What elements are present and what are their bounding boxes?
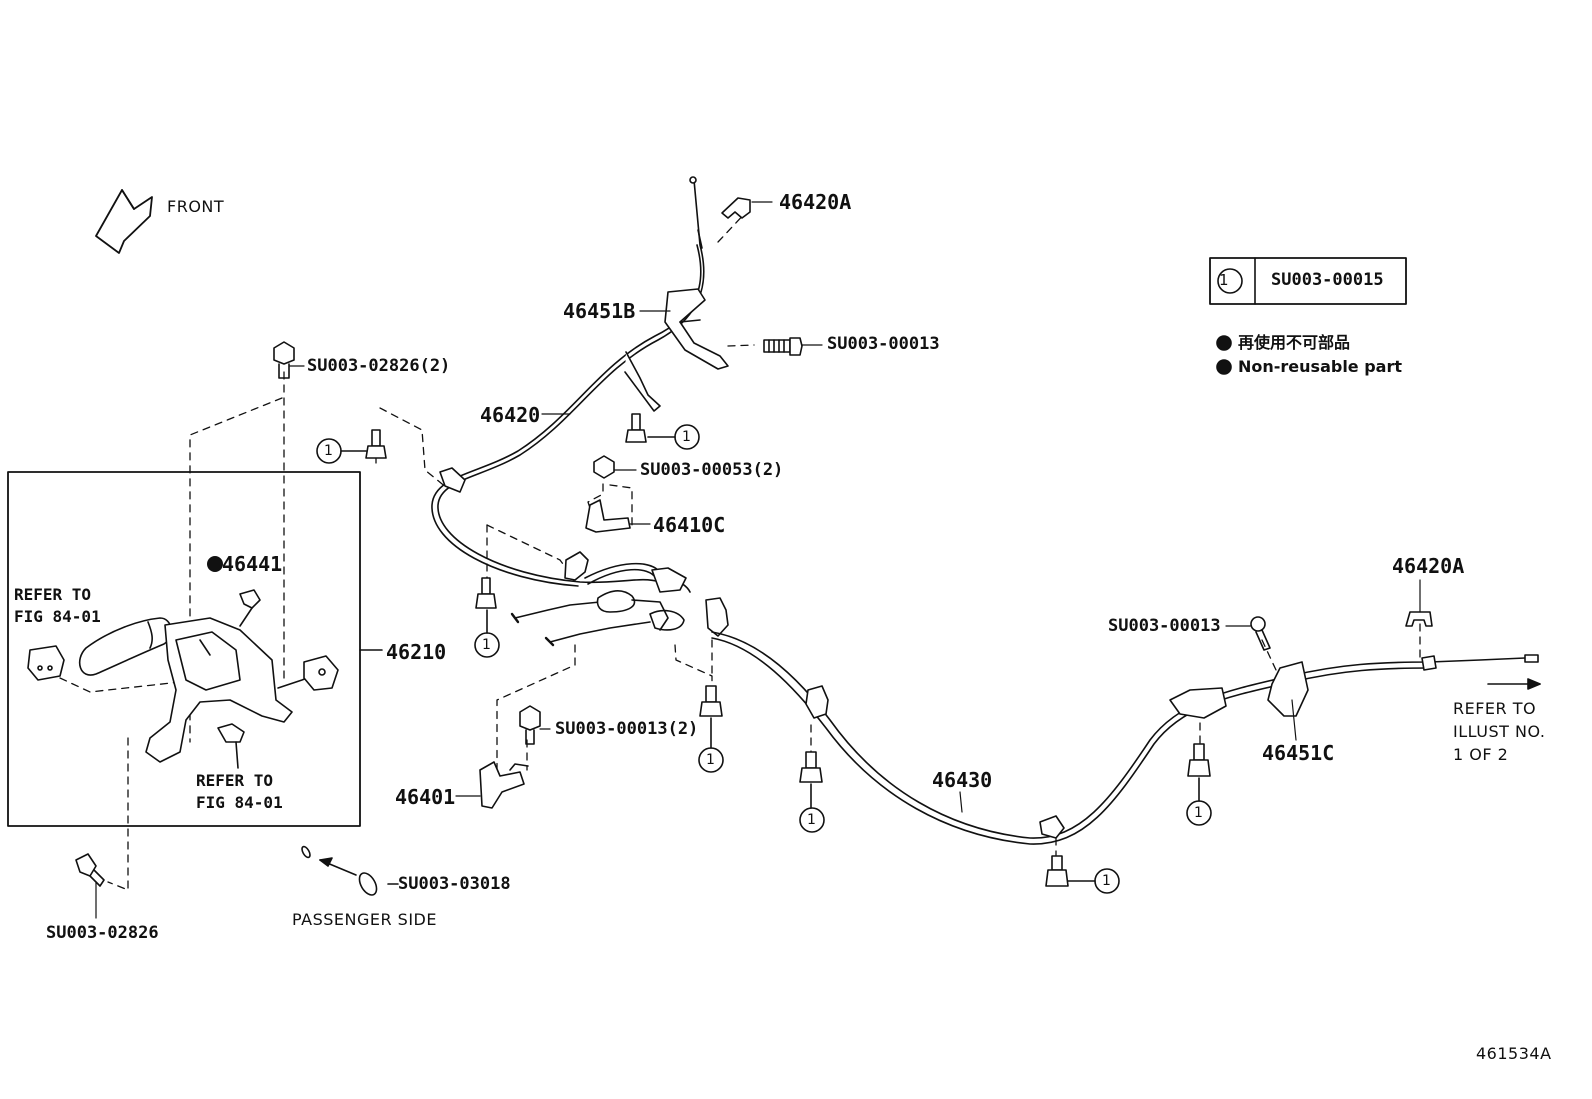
- refer-arrow-icon: [1488, 679, 1540, 689]
- figure-id: 461534A: [1476, 1044, 1552, 1063]
- filled-circle-icon: [1217, 336, 1231, 350]
- bolt-su003-00013-top: [764, 338, 802, 355]
- part-label-46441: 46441: [222, 552, 283, 576]
- callout-circles: [317, 425, 1211, 893]
- callout-number: 1: [807, 812, 817, 828]
- part-label-su003-02826-2: SU003-02826(2): [307, 356, 451, 376]
- bolt-mid-upper: [626, 414, 646, 442]
- part-label-46210: 46210: [386, 640, 447, 664]
- bolt-su003-02826-top: [274, 342, 294, 378]
- part-label-46451B: 46451B: [563, 299, 636, 323]
- legend-non-reusable-jp: 再使用不可部品: [1238, 333, 1351, 352]
- legend-code: SU003-00015: [1271, 270, 1384, 290]
- bolt-su003-02826-bottom: [76, 854, 104, 886]
- cable-46430: [712, 632, 1538, 844]
- part-label-su003-00013-right: SU003-00013: [1108, 616, 1221, 636]
- part-label-46420A-right: 46420A: [1392, 554, 1465, 578]
- part-label-46401: 46401: [395, 785, 456, 809]
- fastener-bolts: [76, 342, 1210, 886]
- callout-circle: [800, 808, 824, 832]
- bracket-46401: [480, 762, 528, 808]
- refer-fig-note-left: REFER TO FIG 84-01: [14, 585, 101, 626]
- bolt-su003-00013-right: [1251, 617, 1270, 650]
- part-label-46420: 46420: [480, 403, 541, 427]
- part-label-su003-00013-2: SU003-00013(2): [555, 719, 699, 739]
- refer-fig-note-bottom: REFER TO FIG 84-01: [196, 771, 283, 812]
- legend-circle-number: 1: [1218, 271, 1230, 289]
- part-label-46410C: 46410C: [653, 513, 726, 537]
- parking-brake-lever-46210: [28, 590, 338, 768]
- refer-illust-note: REFER TO ILLUST NO. 1 OF 2: [1453, 699, 1546, 764]
- bolt-left-lower: [476, 578, 496, 608]
- callout-number: 1: [682, 429, 692, 445]
- bolt-right: [1188, 744, 1210, 776]
- part-label-su003-00053-2: SU003-00053(2): [640, 460, 784, 480]
- callout-number: 1: [324, 443, 334, 459]
- passenger-side-label: PASSENGER SIDE: [292, 910, 437, 929]
- part-label-su003-02826: SU003-02826: [46, 923, 159, 943]
- part-label-46451C: 46451C: [1262, 741, 1335, 765]
- bolt-left-upper: [366, 430, 386, 458]
- front-label: FRONT: [167, 197, 225, 216]
- clip-46451C: [1268, 662, 1308, 716]
- callout-number: 1: [482, 637, 492, 653]
- plug-su003-03018: [300, 845, 398, 898]
- part-label-46430: 46430: [932, 768, 993, 792]
- part-label-su003-03018: SU003-03018: [398, 874, 511, 894]
- filled-circle-icon: [1217, 360, 1231, 374]
- bracket-46420A-right: [1406, 612, 1432, 626]
- nut-su003-00053: [594, 456, 614, 478]
- bolt-center-1: [700, 686, 722, 716]
- bolt-su003-00013-2: [520, 706, 540, 744]
- front-arrow-icon: [96, 190, 152, 253]
- callout-number: 1: [1102, 873, 1112, 889]
- bracket-46410C: [586, 500, 630, 532]
- leader-lines: [96, 202, 1420, 918]
- part-label-46420A-top: 46420A: [779, 190, 852, 214]
- legend-non-reusable-en: Non-reusable part: [1238, 357, 1403, 376]
- bolt-center-2: [800, 752, 822, 782]
- bolt-center-3: [1046, 856, 1068, 886]
- non-reusable-marker-icon: [207, 556, 223, 572]
- part-label-su003-00013-top: SU003-00013: [827, 334, 940, 354]
- equalizer-assembly: [512, 552, 728, 645]
- legend-box: [1210, 258, 1406, 374]
- lever-assembly-box: [8, 472, 360, 826]
- callout-number: 1: [1194, 805, 1204, 821]
- callout-number: 1: [706, 752, 716, 768]
- bracket-46420A-top: [722, 198, 750, 218]
- clip-46451B: [665, 289, 728, 369]
